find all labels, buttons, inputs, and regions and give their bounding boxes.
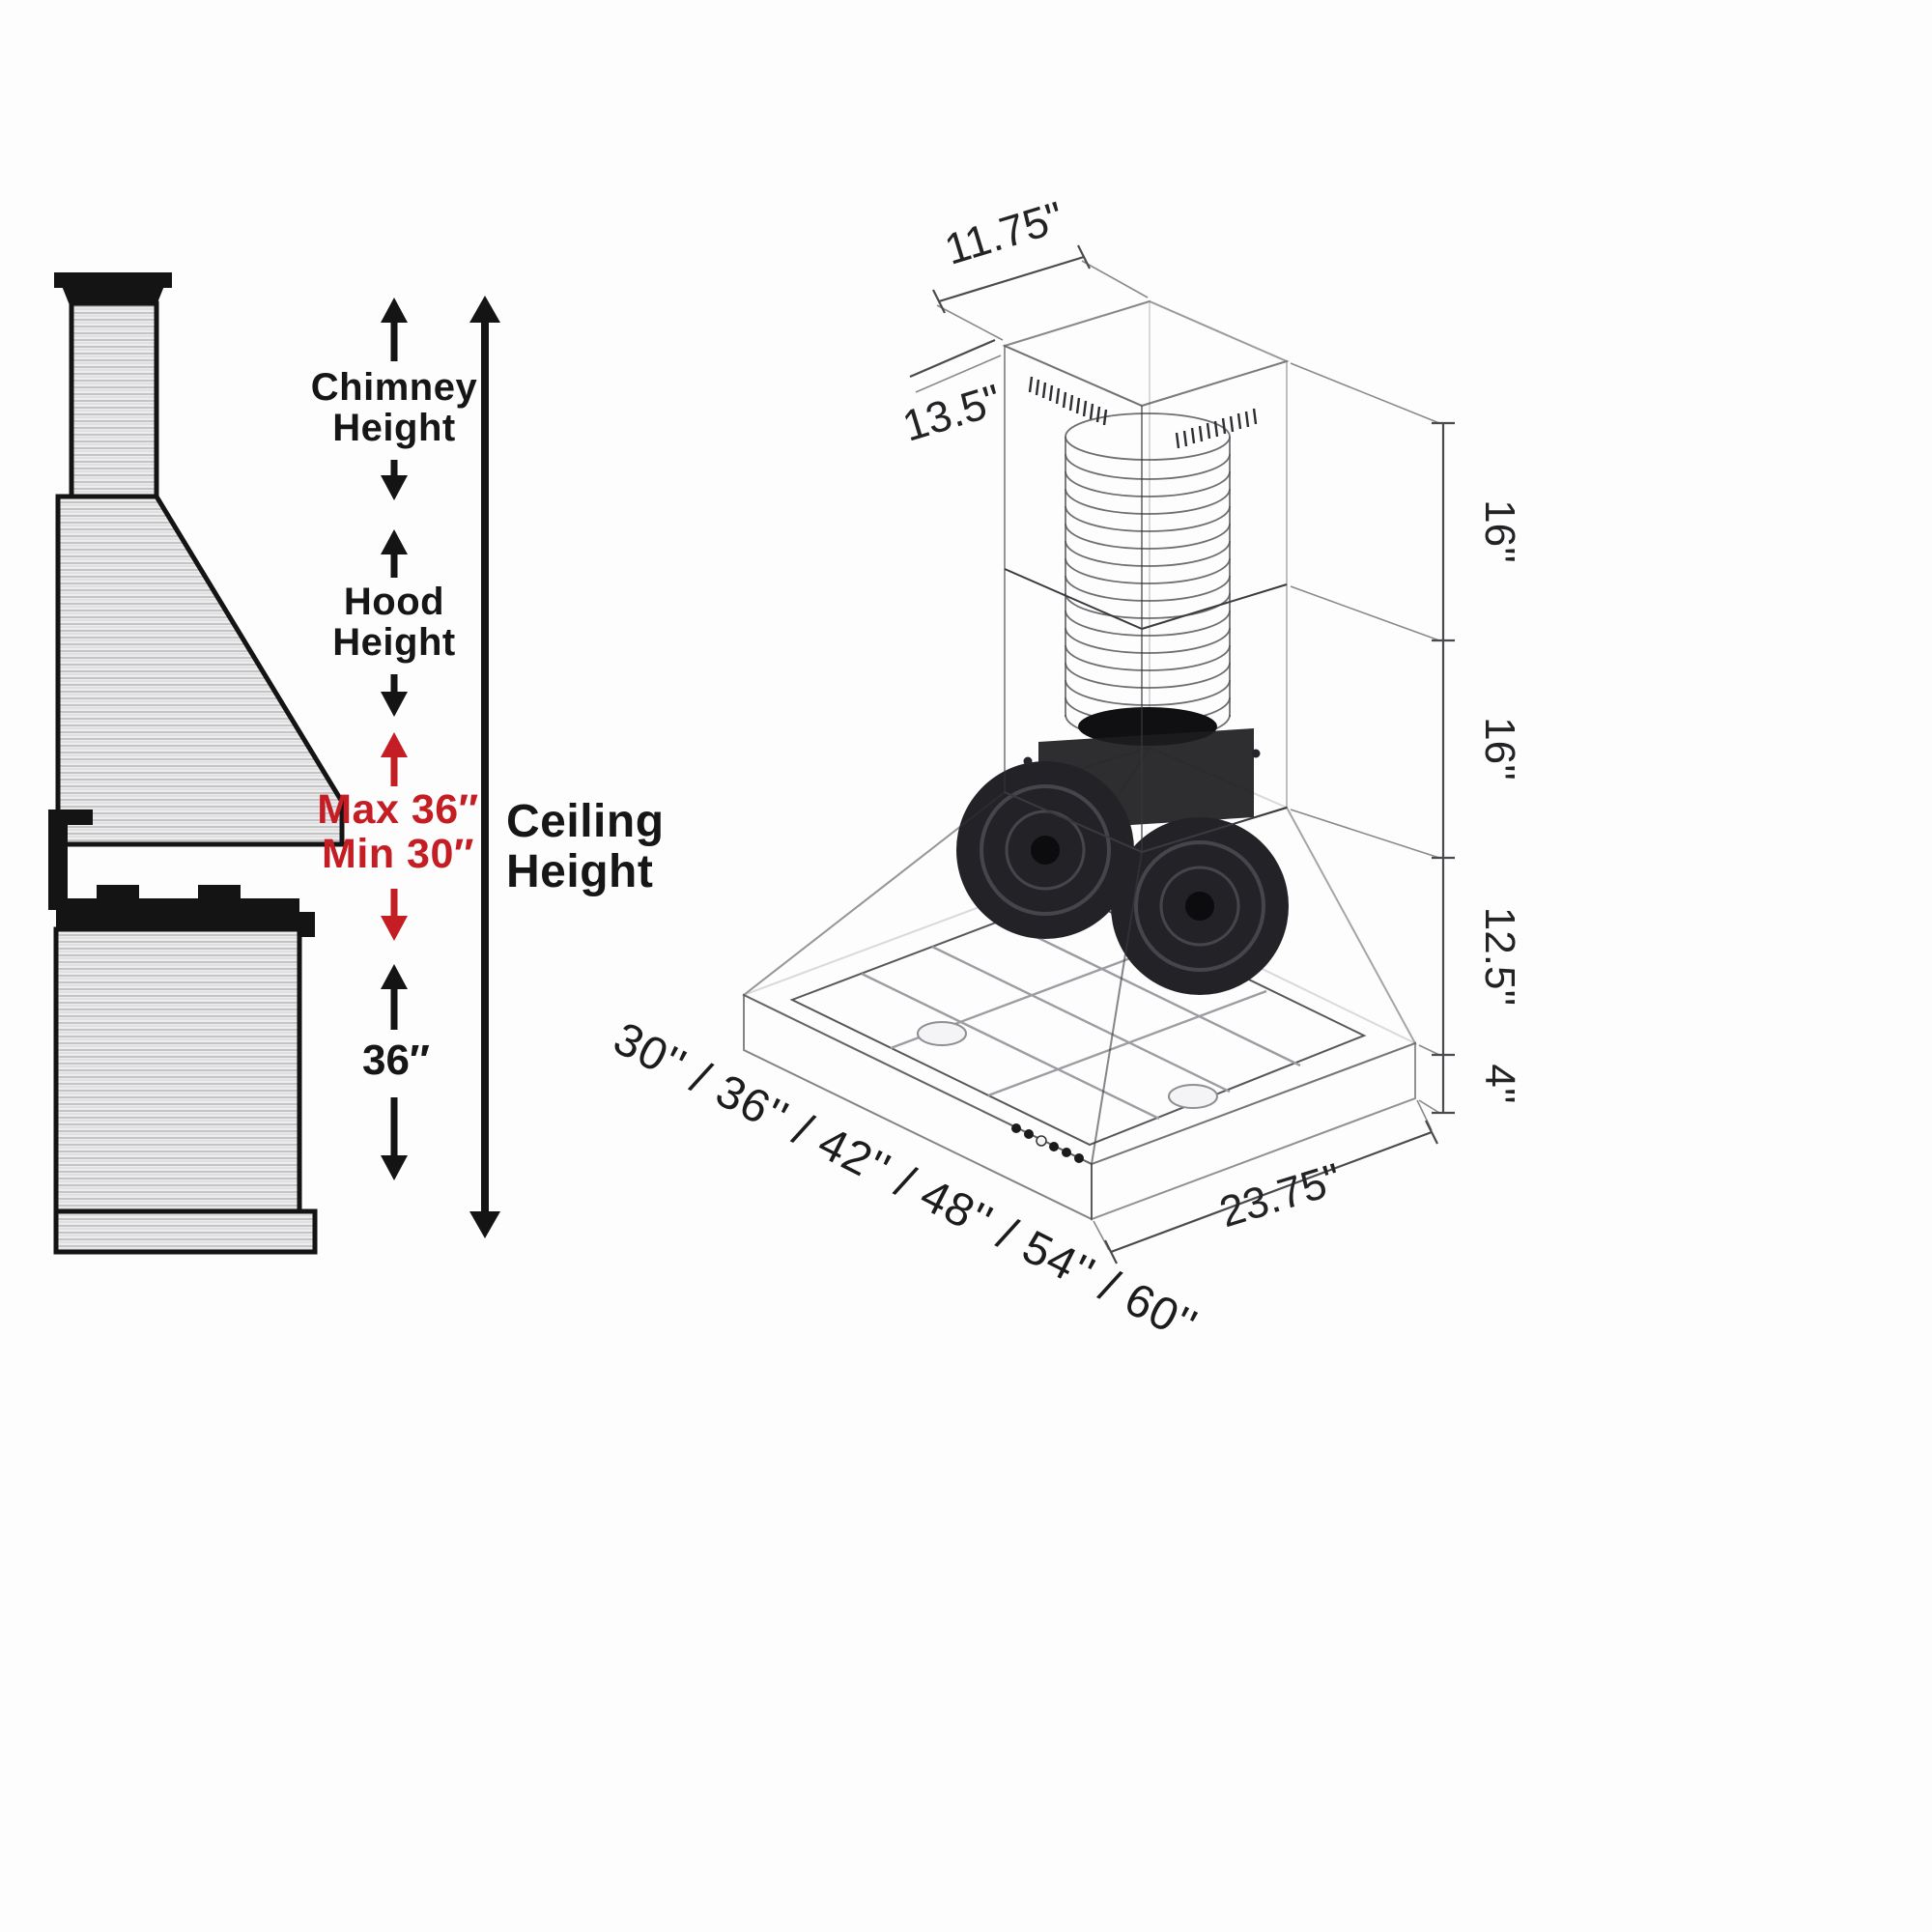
vent-louvers-right xyxy=(1175,408,1258,449)
base-band xyxy=(743,993,1416,1221)
burner-left xyxy=(97,885,139,898)
blower-drum-right xyxy=(1111,817,1289,995)
cooktop-band xyxy=(56,898,299,929)
arrowhead-down xyxy=(381,1155,408,1180)
dim-upper-chimney-section: 16'' xyxy=(1476,499,1523,563)
ceiling-height-label-line2: Height xyxy=(506,846,653,897)
brand-logo-left xyxy=(1023,756,1033,766)
chimney-height-dimension: Chimney Height xyxy=(311,298,478,500)
chimney-top-face xyxy=(1002,299,1290,408)
stove-gap-dimension: 36″ xyxy=(362,964,430,1180)
arrowhead-up xyxy=(469,296,500,323)
base-band-right xyxy=(1091,1041,1416,1221)
baffle-filter-panel xyxy=(789,892,1367,1147)
hood-light-left xyxy=(917,1021,967,1046)
blower-assembly xyxy=(956,707,1289,995)
vent-louvers-left xyxy=(1028,376,1108,426)
ceiling-height-dimension: Ceiling Height xyxy=(469,296,665,1238)
chimney-seam-right xyxy=(1141,583,1288,630)
hood-height-label-line2: Height xyxy=(332,621,455,664)
side-view-range xyxy=(48,810,318,1255)
arrowhead-down xyxy=(381,475,408,500)
chimney-seam-left xyxy=(1004,568,1143,630)
arrowhead-down xyxy=(381,692,408,717)
hood-light-right xyxy=(1168,1084,1218,1109)
range-base xyxy=(53,1208,318,1255)
isometric-hood xyxy=(742,299,1418,1221)
chimney-height-label-line1: Chimney xyxy=(311,366,478,409)
duct-coil xyxy=(1065,412,1231,741)
side-view-hood xyxy=(54,272,345,847)
red-arrowhead-down xyxy=(381,916,408,941)
arrowhead-up xyxy=(381,964,408,989)
mounting-clearance-dimension: Max 36″ Min 30″ xyxy=(317,732,479,941)
range-knob xyxy=(299,912,315,937)
brand-logo-right xyxy=(1251,749,1261,758)
ceiling-height-label-line1: Ceiling xyxy=(506,796,665,847)
control-buttons xyxy=(1011,1123,1084,1163)
dim-hood-body-height: 12.5'' xyxy=(1476,907,1523,1006)
min-clearance-label: Min 30″ xyxy=(322,831,474,877)
stove-gap-label: 36″ xyxy=(362,1037,430,1084)
range-body xyxy=(53,926,302,1214)
chimney-height-label-line2: Height xyxy=(332,407,455,449)
red-arrowhead-up xyxy=(381,732,408,757)
dim-lower-chimney-section: 16'' xyxy=(1476,717,1523,781)
arrowhead-up xyxy=(381,529,408,554)
max-clearance-label: Max 36″ xyxy=(317,786,479,833)
burner-right xyxy=(198,885,241,898)
arrowhead-up xyxy=(381,298,408,323)
hood-chimney-side xyxy=(69,300,159,499)
hood-height-label-line1: Hood xyxy=(344,581,444,623)
arrowhead-down xyxy=(469,1211,500,1238)
dim-base-height: 4'' xyxy=(1476,1064,1523,1103)
blower-drum-left xyxy=(956,761,1134,939)
hood-duct-cap xyxy=(54,272,172,288)
hood-body-side xyxy=(55,494,345,847)
hood-height-dimension: Hood Height xyxy=(332,529,455,717)
wall-bracket xyxy=(48,810,93,910)
